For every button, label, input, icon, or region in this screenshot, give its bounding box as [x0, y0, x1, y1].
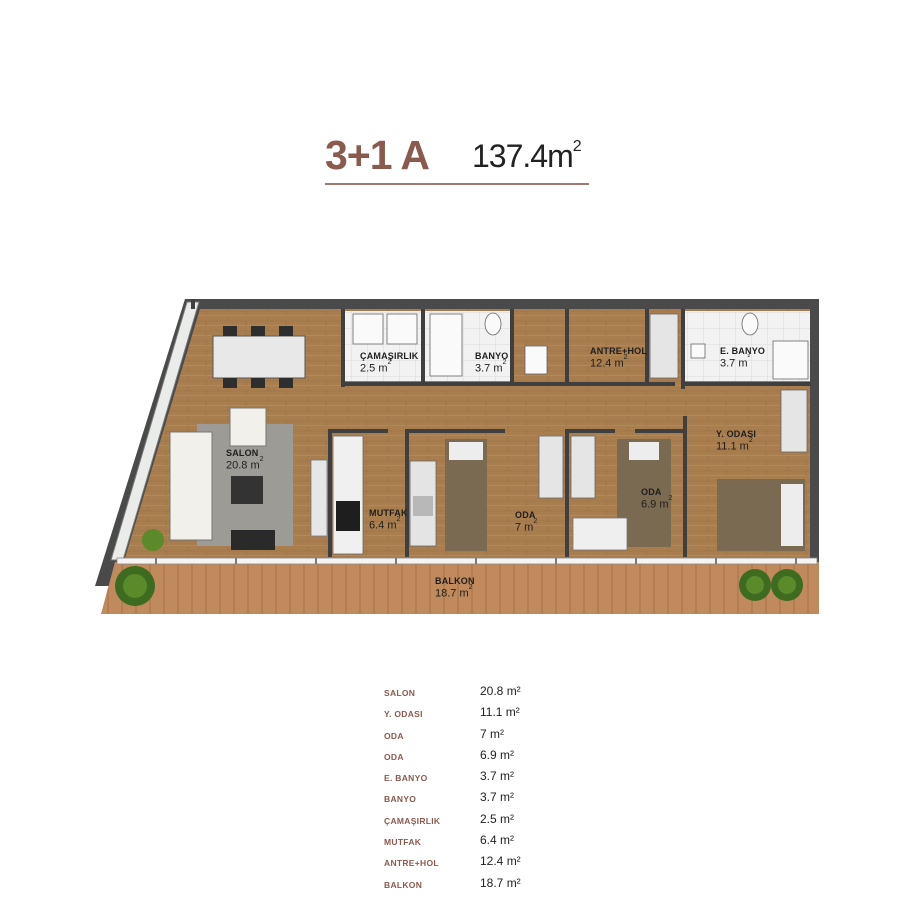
- sofa: [169, 431, 213, 541]
- room-area-salon: 20.8 m2: [226, 456, 264, 472]
- plan-title: 3+1 A 137.4m2: [325, 128, 589, 188]
- balcony-deck: [101, 562, 819, 614]
- room-area-camasirlik: 2.5 m2: [360, 359, 392, 375]
- area-table-row: BANYO 3.7 m²: [384, 790, 584, 811]
- room-label-banyo: BANYO: [475, 351, 509, 361]
- area-table-row: ANTRE+HOL 12.4 m²: [384, 854, 584, 875]
- area-table-row: MUTFAK 6.4 m²: [384, 833, 584, 854]
- area-table: SALON 20.8 m² Y. ODASI 11.1 m² ODA 7 m² ODA…: [384, 684, 584, 897]
- room-label-oda-2: ODA: [641, 487, 662, 497]
- area-table-value: 20.8 m²: [480, 684, 521, 698]
- room-label-ebanyo: E. BANYO: [720, 346, 766, 356]
- coffee-table: [231, 476, 263, 504]
- area-table-value: 12.4 m²: [480, 854, 521, 869]
- armchair: [229, 407, 267, 447]
- kitchen-counter: [332, 435, 364, 555]
- area-table-row: SALON 20.8 m²: [384, 684, 584, 705]
- area-table-row: ÇAMAŞIRLIK 2.5 m²: [384, 812, 584, 833]
- room-label-mutfak: MUTFAK: [369, 508, 408, 518]
- area-table-row: ODA 6.9 m²: [384, 748, 584, 769]
- balcony-railing: [116, 557, 818, 565]
- room-area-yodasi: 11.1 m2: [716, 437, 753, 453]
- area-table-row: E. BANYO 3.7 m²: [384, 769, 584, 790]
- area-table-value: 3.7 m²: [480, 790, 515, 805]
- area-table-room: BALKON: [384, 879, 423, 890]
- area-table-room: ODA: [384, 751, 404, 762]
- total-area-unit-sup: 2: [572, 138, 582, 156]
- area-table-room: E. BANYO: [384, 773, 428, 784]
- area-table-row: BALKON 18.7 m²: [384, 876, 584, 897]
- area-table-room: ÇAMAŞIRLIK: [384, 815, 441, 826]
- area-table-room: SALON: [384, 688, 416, 698]
- room-label-oda-1: ODA: [515, 510, 536, 520]
- total-area-value: 137.4m: [472, 138, 574, 174]
- room-label-yodasi: Y. ODASI: [716, 429, 757, 439]
- room-area-banyo: 3.7 m2: [475, 359, 507, 375]
- area-table-row: Y. ODASI 11.1 m²: [384, 705, 584, 726]
- area-table-room: ANTRE+HOL: [384, 858, 439, 869]
- room-area-oda-2: 6.9 m2: [641, 495, 673, 511]
- indoor-plant: [142, 529, 164, 551]
- room-area-mutfak: 6.4 m2: [369, 516, 401, 532]
- area-table-room: ODA: [384, 730, 404, 741]
- unit-type-title: 3+1 A: [325, 132, 430, 178]
- floor-plan-drawing: [95, 299, 819, 614]
- room-area-balkon: 18.7 m2: [435, 584, 473, 600]
- area-table-room: BANYO: [384, 794, 417, 805]
- room-area-antre: 12.4 m2: [590, 354, 628, 370]
- room-label-camasirlik: ÇAMAŞIRLIK: [360, 351, 419, 361]
- total-area: 137.4m2: [472, 138, 582, 175]
- area-table-value: 18.7 m²: [480, 875, 521, 890]
- floor-plan: SALON 20.8 m2 ÇAMAŞIRLIK 2.5 m2 BANYO 3.…: [95, 296, 819, 618]
- area-table-room: Y. ODASI: [384, 709, 423, 720]
- room-label-salon: SALON: [226, 448, 259, 458]
- area-table-room: MUTFAK: [384, 837, 422, 848]
- area-table-value: 11.1 m²: [480, 705, 520, 720]
- room-label-antre: ANTRE+HOL: [590, 346, 648, 356]
- desk: [572, 517, 628, 551]
- area-table-value: 2.5 m²: [480, 811, 515, 826]
- dining-table: [212, 335, 306, 379]
- area-table-row: ODA 7 m²: [384, 727, 584, 748]
- room-area-oda-1: 7 m2: [515, 518, 538, 534]
- room-area-ebanyo: 3.7 m²: [720, 354, 750, 370]
- room-label-balkon: BALKON: [435, 576, 475, 586]
- tv-unit: [310, 459, 328, 537]
- area-table-value: 6.4 m²: [480, 833, 515, 848]
- area-table-value: 7 m²: [480, 726, 504, 741]
- title-underline: [325, 183, 589, 185]
- area-table-value: 6.9 m²: [480, 747, 515, 762]
- area-table-value: 3.7 m²: [480, 769, 515, 784]
